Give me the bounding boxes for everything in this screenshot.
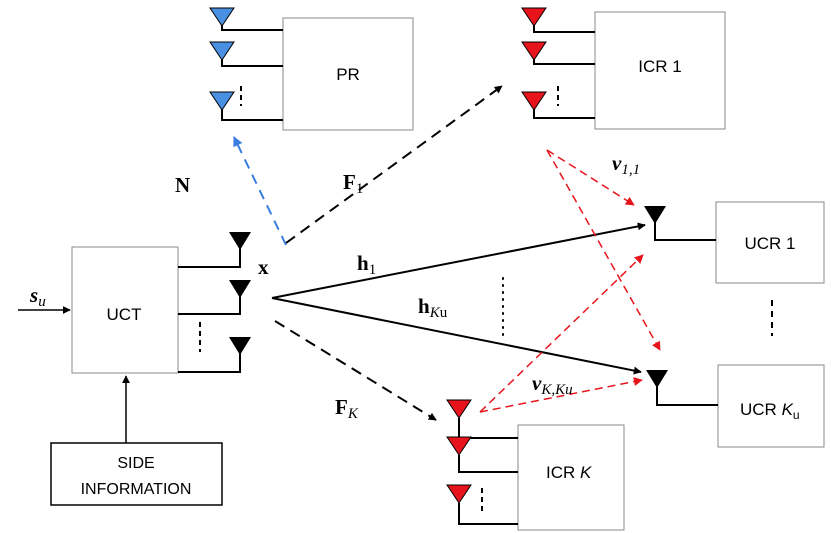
icr-k-node: ICR K <box>446 399 625 531</box>
uct-label: UCT <box>107 305 142 324</box>
icr-1-antenna-icon <box>521 91 547 111</box>
pr-antenna-icon <box>209 41 235 61</box>
ucr-ku-antenna-icon <box>646 370 668 388</box>
pr-antenna-icon <box>209 91 235 111</box>
icr-1-to-ucr-ku-link <box>546 149 661 351</box>
fk-symbol: FK <box>335 395 359 422</box>
icr-k-to-ucr-ku-link <box>479 377 643 413</box>
ucr-1-box <box>715 201 825 284</box>
icr-1-to-ucr-1-link <box>546 149 635 206</box>
icr-k-label: ICR K <box>546 463 592 482</box>
v11-symbol: v1,1 <box>612 151 640 178</box>
icr-1-antenna-wires <box>533 8 595 119</box>
ucr-1-label: UCR 1 <box>744 234 795 253</box>
su-symbol: su <box>29 283 46 310</box>
vkku-symbol: vK,Ku <box>532 371 573 398</box>
icr-1-box <box>594 11 726 130</box>
uct-antenna-icon <box>229 232 251 250</box>
side-information-line1: SIDE <box>117 455 154 472</box>
icr-1-antenna-icon <box>521 41 547 61</box>
icr-k-antenna-icon <box>446 399 472 419</box>
n-symbol: N <box>175 173 190 197</box>
f1-symbol: F1 <box>343 170 363 197</box>
ucr-1-node: UCR 1 <box>644 201 825 284</box>
pr-node: PR <box>209 7 414 131</box>
icr-k-box <box>517 424 625 531</box>
uct-antenna-wires <box>178 248 241 373</box>
ucr-1-antenna-wire <box>654 222 716 241</box>
icr-k-link <box>274 320 437 421</box>
x-symbol: x <box>258 255 269 279</box>
icr-1-label: ICR 1 <box>638 57 681 76</box>
hku-symbol: hKu <box>418 294 448 321</box>
uct-box <box>71 246 179 374</box>
ucr-ku-label: UCR Ku <box>740 400 800 422</box>
pr-label: PR <box>336 65 360 84</box>
icr-k-to-ucr-1-link <box>479 254 644 413</box>
uct-node: UCT <box>71 232 251 374</box>
pr-antenna-icon <box>209 7 235 27</box>
icr-k-antenna-icon <box>446 484 472 504</box>
uct-antenna-icon <box>229 280 251 298</box>
icr-k-antenna-icon <box>446 436 472 456</box>
pr-interference-link <box>233 136 287 246</box>
icr-1-node: ICR 1 <box>521 7 726 130</box>
ucr-ku-link <box>271 297 642 375</box>
pr-antenna-wires <box>221 8 283 121</box>
side-information-line2: INFORMATION <box>81 481 192 498</box>
ucr-ku-antenna-wire <box>656 386 718 406</box>
ucr-ku-node: UCR Ku <box>646 364 825 448</box>
icr-1-antenna-icon <box>521 7 547 27</box>
ucr-1-antenna-icon <box>644 206 666 224</box>
side-information-box <box>50 442 223 506</box>
side-information-node: SIDE INFORMATION <box>50 442 223 506</box>
icr-k-antenna-wires <box>458 418 518 525</box>
uct-antenna-icon <box>229 337 251 355</box>
icr-1-link <box>285 85 503 244</box>
h1-symbol: h1 <box>357 251 376 278</box>
ucr-1-link <box>271 222 646 299</box>
pr-box <box>282 17 414 131</box>
